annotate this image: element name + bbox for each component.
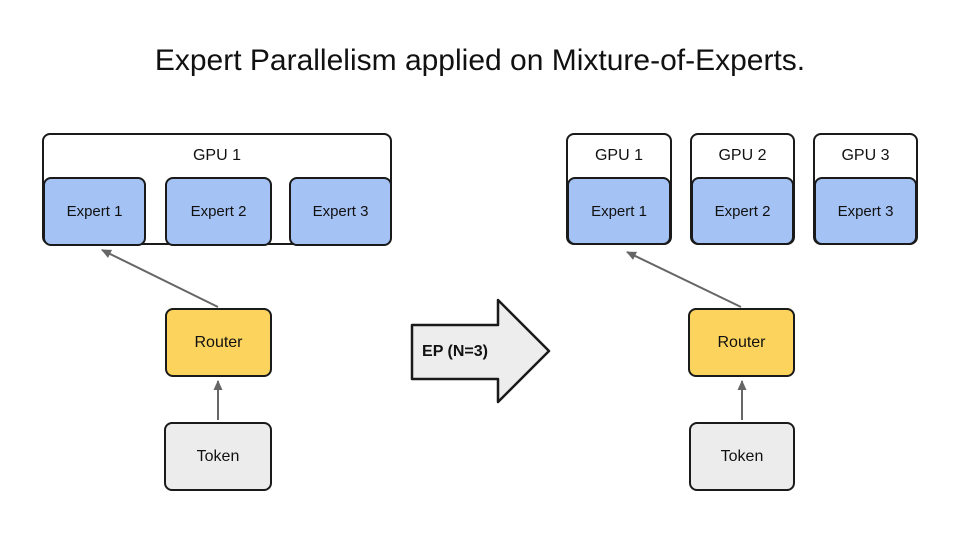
right-expert-3-box: Expert 3 [814,177,917,245]
left-router-to-expert-arrow [101,249,219,308]
right-router-to-expert-arrow [626,251,742,308]
right-router-box: Router [688,308,795,377]
right-expert-1-box: Expert 1 [567,177,671,245]
left-expert-3-box: Expert 3 [289,177,392,246]
right-token-box: Token [689,422,795,491]
left-router-box: Router [165,308,272,377]
left-expert-1-box: Expert 1 [43,177,146,246]
left-expert-2-box: Expert 2 [165,177,272,246]
ep-arrow-label: EP (N=3) [422,343,488,360]
right-gpu-3-label: GPU 3 [841,147,890,164]
right-expert-2-box: Expert 2 [691,177,794,245]
left-gpu-label: GPU 1 [192,147,241,164]
diagram-title: Expert Parallelism applied on Mixture-of… [154,44,806,77]
left-token-box: Token [164,422,272,491]
right-gpu-2-label: GPU 2 [718,147,767,164]
right-gpu-1-label: GPU 1 [594,147,643,164]
